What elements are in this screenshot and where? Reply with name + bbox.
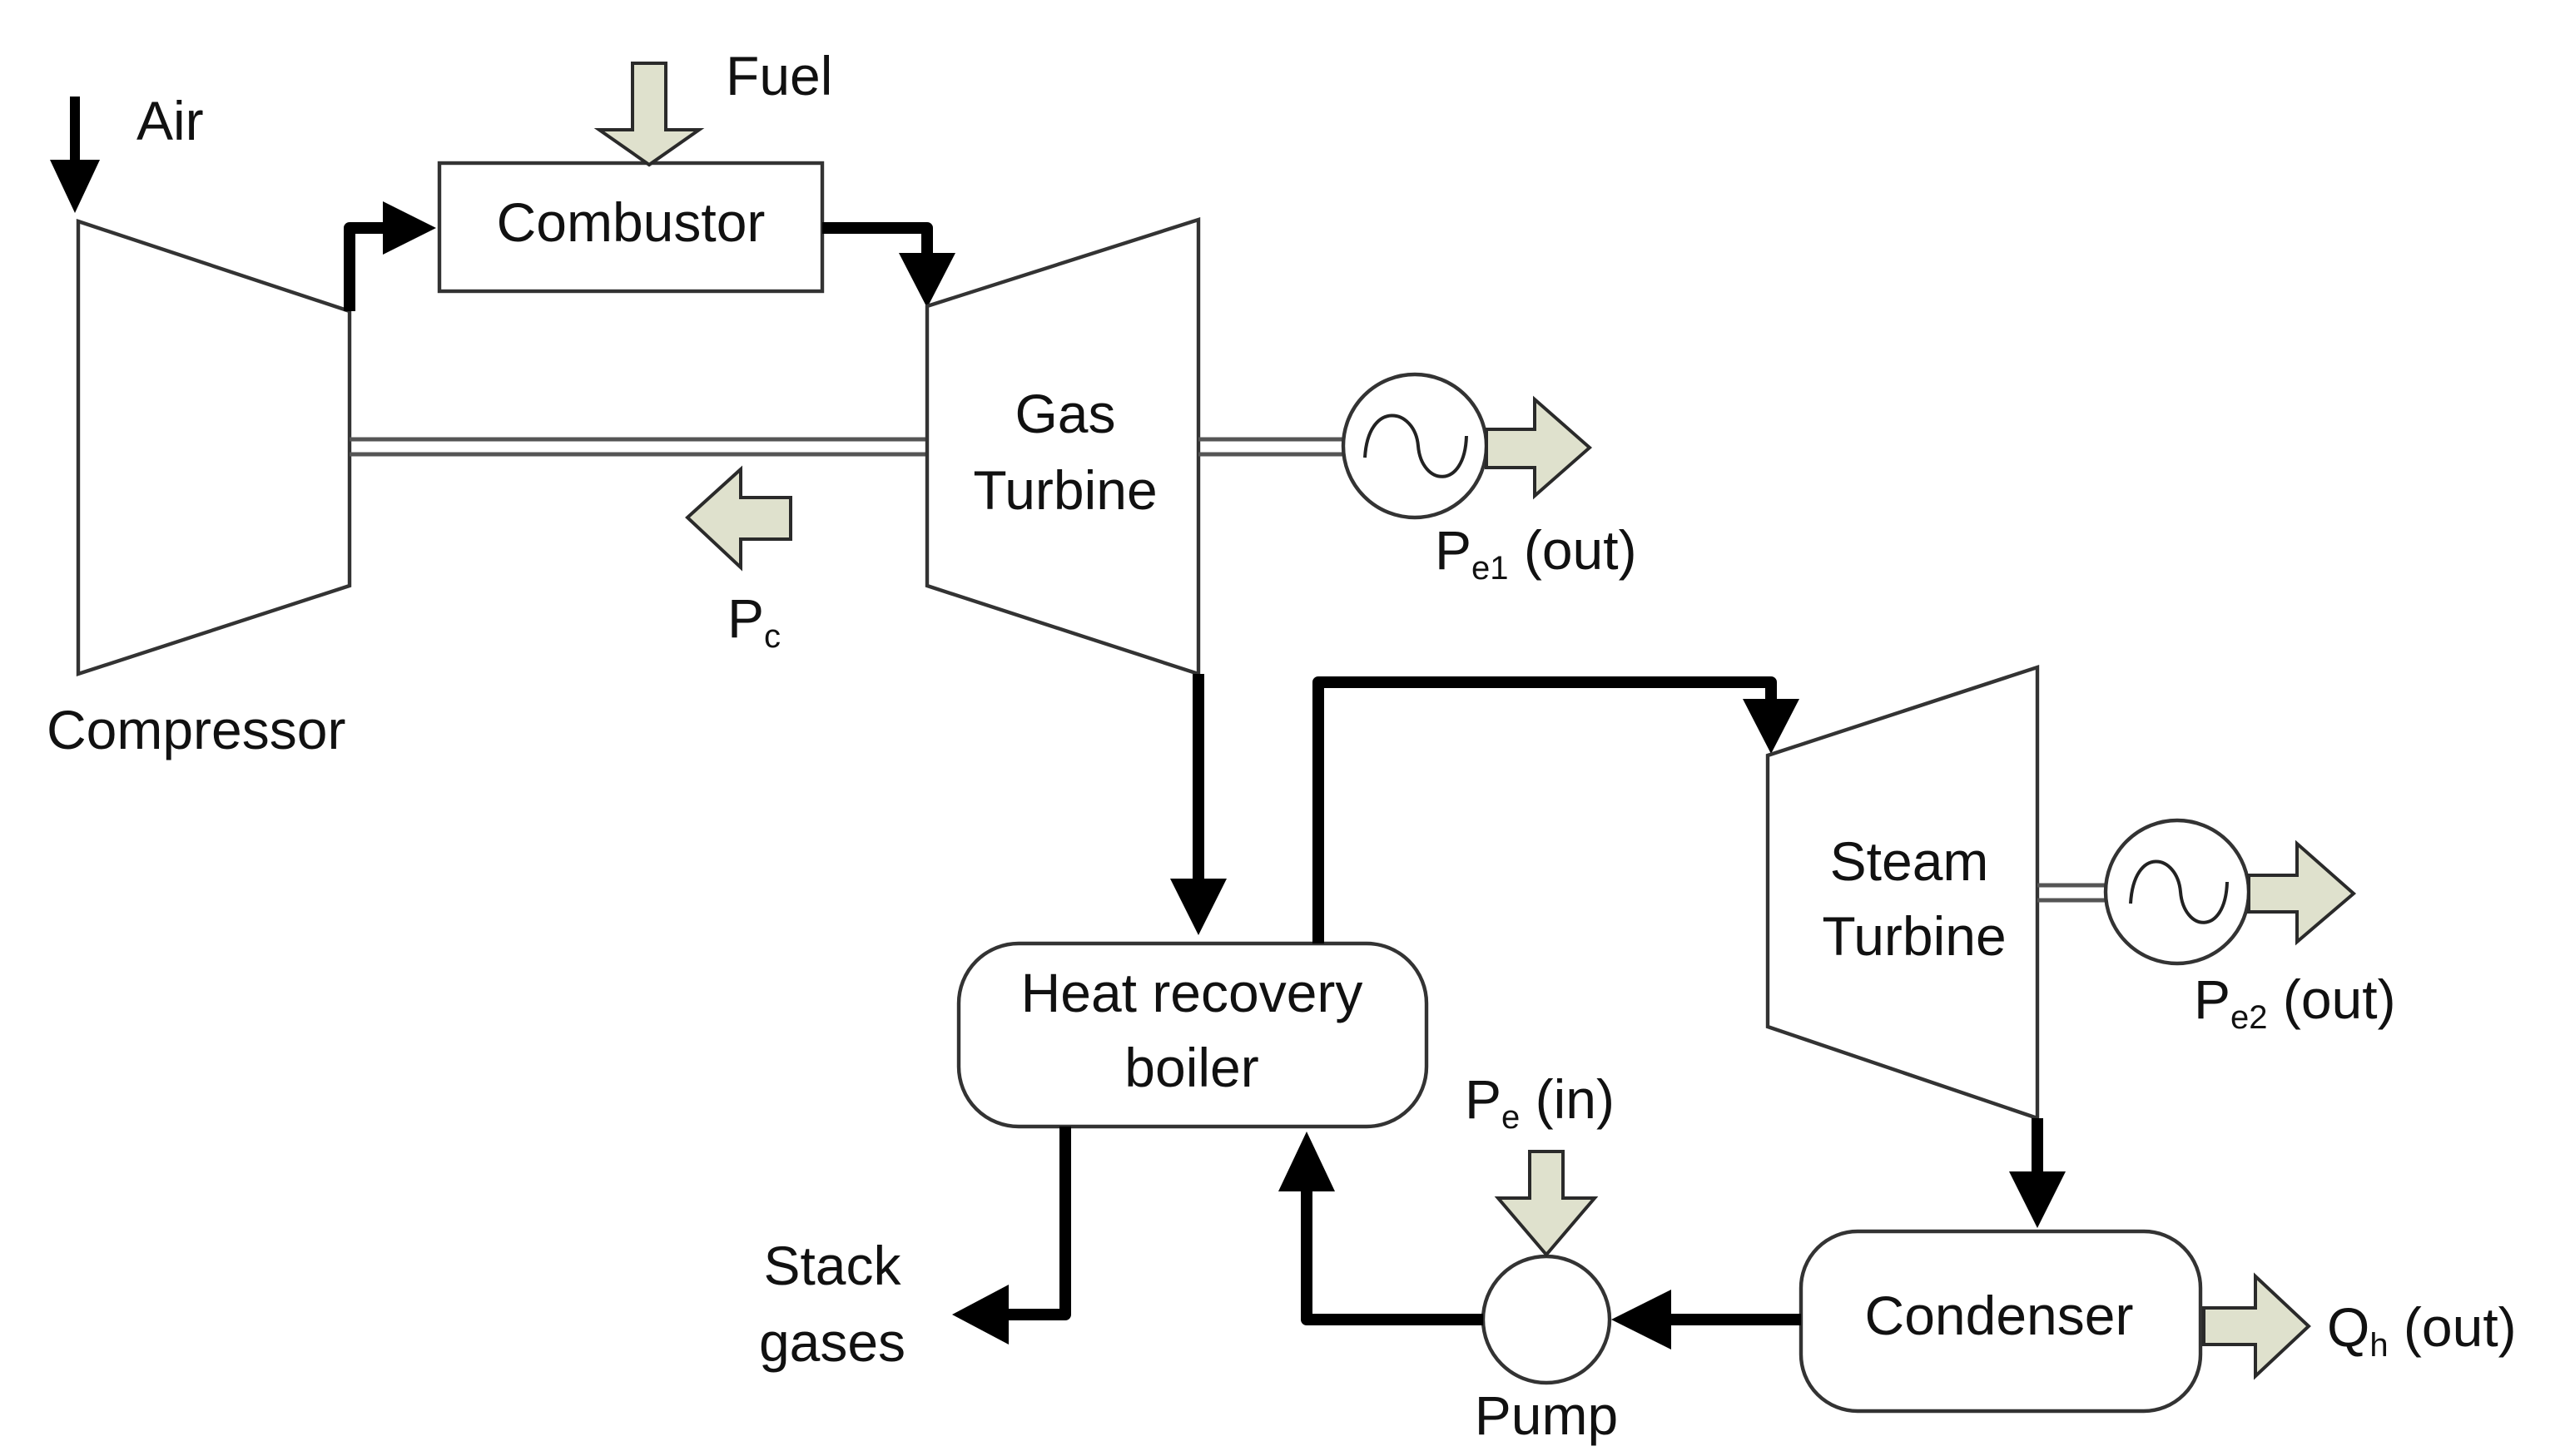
gas-turbine-label-line1: Gas (1015, 383, 1115, 444)
pe2-label: Pe2 (out) (2194, 968, 2396, 1036)
qh-label: Qh (out) (2327, 1296, 2517, 1364)
pc-arrow (685, 465, 792, 572)
generator-2 (2103, 818, 2251, 966)
generator-1-shaft (1198, 437, 1345, 457)
pe1-arrow (1485, 395, 1593, 500)
air-label: Air (136, 90, 204, 151)
combustor-label: Combustor (497, 191, 766, 253)
combustor-to-gas-turbine-flow (822, 222, 955, 308)
generator-2-shaft (2037, 883, 2107, 903)
heat-recovery-boiler (956, 941, 1429, 1129)
stack-label-line2: gases (759, 1311, 905, 1373)
qh-arrow (2202, 1272, 2311, 1380)
generator-1 (1341, 372, 1489, 520)
stack-gases-flow (952, 1127, 1071, 1345)
turbine-to-condenser-flow (2009, 1118, 2066, 1228)
steam-turbine-label-line1: Steam (1830, 830, 1989, 892)
condenser-to-pump-flow (1611, 1290, 1801, 1350)
fuel-arrow (593, 62, 705, 167)
steam-turbine-label-line2: Turbine (1822, 905, 2006, 967)
pe1-label: Pe1 (out) (1435, 519, 1637, 587)
compressor-to-combustor-flow (344, 201, 436, 311)
pump (1481, 1254, 1612, 1385)
pump-to-boiler-flow (1278, 1132, 1483, 1325)
compressor-label: Compressor (47, 699, 345, 760)
compressor (76, 218, 352, 677)
gas-turbine (925, 216, 1201, 677)
boiler-label-line1: Heat recovery (1021, 962, 1363, 1023)
pe2-arrow (2247, 839, 2357, 946)
exhaust-to-boiler-flow (1170, 674, 1227, 935)
air-inlet-arrow (50, 97, 100, 213)
pe-in-label: Pe (in) (1465, 1068, 1615, 1136)
steam-to-turbine-flow (1312, 676, 1799, 943)
pe-in-arrow (1494, 1150, 1599, 1258)
steam-turbine (1765, 664, 2040, 1122)
ac-sine-icon (1363, 414, 1468, 478)
condenser-label: Condenser (1865, 1285, 2134, 1346)
pc-label: Pc (727, 587, 781, 655)
fuel-label: Fuel (726, 45, 832, 106)
gas-turbine-label-line2: Turbine (973, 459, 1157, 521)
boiler-label-line2: boiler (1124, 1037, 1258, 1098)
ac-sine-icon (2129, 859, 2229, 924)
stack-label-line1: Stack (763, 1235, 901, 1296)
gas-turbine-shaft (350, 437, 927, 457)
pump-label: Pump (1475, 1384, 1618, 1446)
